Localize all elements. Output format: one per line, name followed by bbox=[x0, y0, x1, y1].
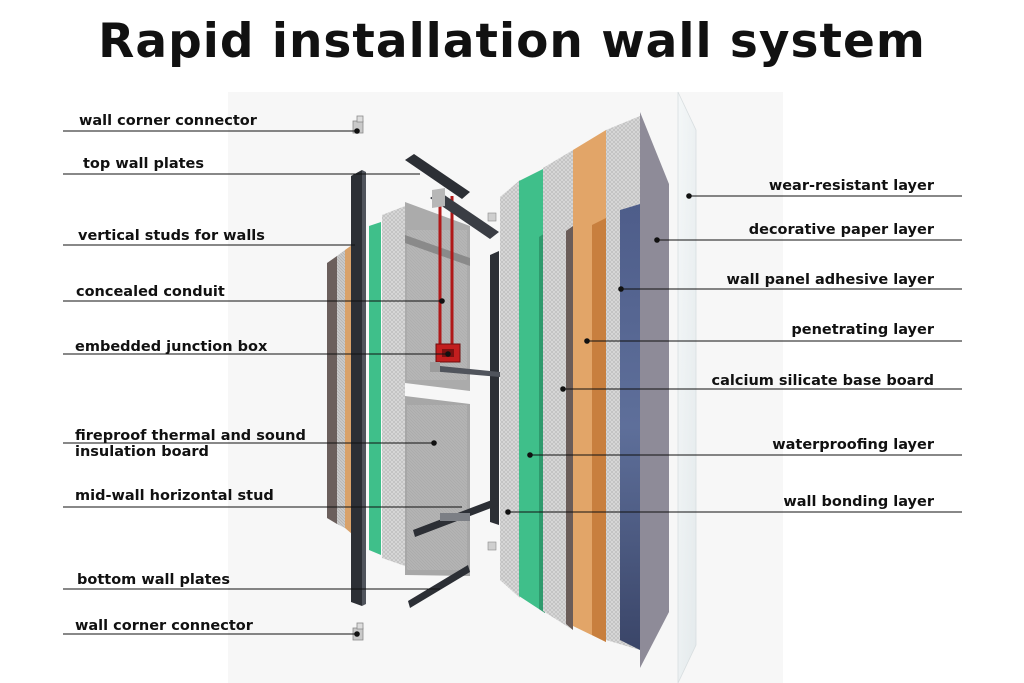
label-wall-panel-adhesive-layer: wall panel adhesive layer bbox=[726, 272, 934, 288]
top-wall-plate bbox=[405, 154, 470, 199]
right-vertical-stud bbox=[490, 251, 499, 525]
decorative-paper-sheet bbox=[640, 112, 669, 668]
wear-resistant-sheet bbox=[677, 91, 697, 683]
inner-mesh-board bbox=[382, 206, 405, 566]
label-wear-resistant-layer: wear-resistant layer bbox=[768, 178, 934, 194]
label-concealed-conduit: concealed conduit bbox=[76, 284, 225, 300]
leader-dots-right bbox=[505, 193, 692, 515]
top-wall-plate-2 bbox=[430, 192, 499, 239]
top-plate-bracket bbox=[432, 188, 445, 208]
label-insulation-board-line2: insulation board bbox=[75, 444, 209, 460]
label-decorative-paper-layer: decorative paper layer bbox=[748, 222, 934, 238]
corner-connector-small-top bbox=[487, 212, 497, 222]
label-embedded-junction-box: embedded junction box bbox=[75, 339, 268, 355]
label-vertical-studs: vertical studs for walls bbox=[78, 228, 265, 244]
label-wall-corner-connector-top: wall corner connector bbox=[79, 113, 257, 129]
mid-horizontal-stud bbox=[430, 365, 500, 377]
penetrating-layer-edge bbox=[592, 218, 606, 642]
leader-lines-left bbox=[63, 130, 462, 635]
wall-bonding-layer-sheet bbox=[500, 180, 520, 598]
left-vertical-stud-face bbox=[362, 170, 366, 606]
inner-green-strip bbox=[369, 222, 381, 555]
back-layer-dark bbox=[327, 256, 337, 524]
diagram-title: Rapid installation wall system bbox=[98, 14, 926, 69]
label-penetrating-layer: penetrating layer bbox=[791, 322, 934, 338]
insulation-texture-lower bbox=[407, 405, 467, 570]
leader-dots-left bbox=[354, 128, 451, 637]
left-vertical-stud bbox=[351, 170, 362, 606]
leader-lines-right bbox=[508, 195, 962, 513]
back-layer-orange bbox=[345, 245, 352, 534]
waterproofing-layer-sheet bbox=[519, 168, 545, 613]
wall-panel-adhesive-sheet bbox=[620, 204, 640, 650]
calcium-silicate-sheet bbox=[543, 150, 573, 630]
label-insulation-board-line1: fireproof thermal and sound bbox=[75, 428, 306, 444]
lower-stud-bracket bbox=[440, 513, 470, 521]
label-calcium-silicate-base-board: calcium silicate base board bbox=[711, 373, 934, 389]
back-layer-grey bbox=[337, 250, 345, 528]
label-top-wall-plates: top wall plates bbox=[83, 156, 205, 172]
label-wall-corner-connector-bottom: wall corner connector bbox=[75, 618, 253, 634]
label-waterproofing-layer: waterproofing layer bbox=[772, 437, 934, 453]
label-wall-bonding-layer: wall bonding layer bbox=[783, 494, 934, 510]
bottom-wall-plate bbox=[408, 565, 470, 608]
insulation-rib bbox=[405, 235, 470, 266]
label-bottom-wall-plates: bottom wall plates bbox=[77, 572, 231, 588]
label-mid-wall-horizontal-stud: mid-wall horizontal stud bbox=[75, 488, 274, 504]
mid-stud-bracket bbox=[430, 362, 440, 372]
calcium-silicate-edge bbox=[566, 226, 573, 630]
corner-connector-small-bottom bbox=[487, 541, 497, 551]
